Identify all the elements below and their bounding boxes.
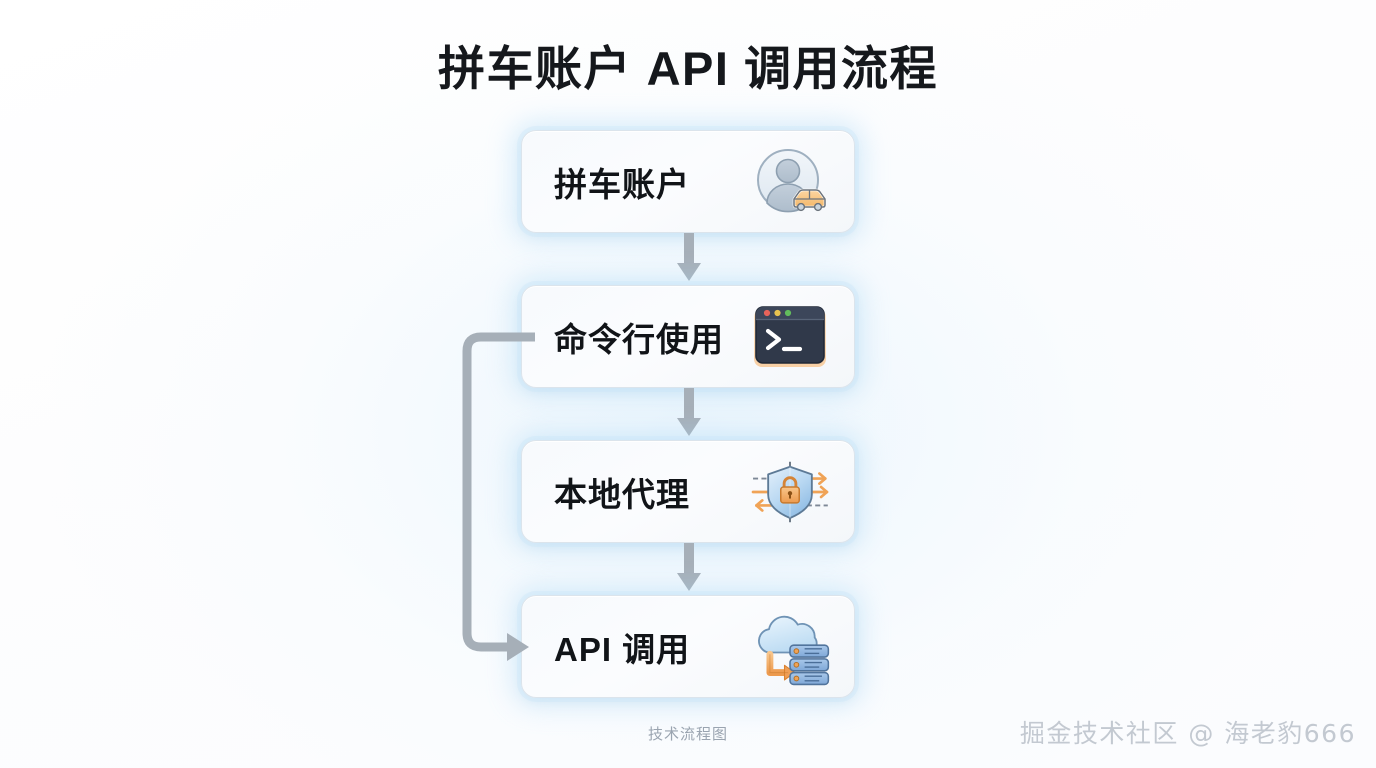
terminal-icon <box>748 295 832 379</box>
watermark-text: 掘金技术社区 @ 海老豹666 <box>1019 719 1356 748</box>
flowchart: 拼车账户 <box>521 130 855 702</box>
flow-step-label-3: 本地代理 <box>554 475 690 513</box>
flow-step-card-2[interactable]: 命令行使用 <box>521 285 855 388</box>
flow-step-label-4: API 调用 <box>554 630 691 668</box>
flow-step-card-1[interactable]: 拼车账户 <box>521 130 855 233</box>
flow-step-card-4[interactable]: API 调用 <box>521 595 855 698</box>
flow-step-label-1: 拼车账户 <box>554 165 690 203</box>
connector-arrow-2-3 <box>676 388 702 440</box>
flow-step-label-2: 命令行使用 <box>554 320 724 358</box>
connector-arrow-3-4 <box>676 543 702 595</box>
user-car-icon <box>748 140 832 224</box>
flowchart-caption: 技术流程图 <box>647 726 728 743</box>
page-title: 拼车账户 API 调用流程 <box>438 42 938 95</box>
flow-step-card-3[interactable]: 本地代理 <box>521 440 855 543</box>
cloud-server-icon <box>748 605 832 689</box>
connector-arrow-1-2 <box>676 233 702 285</box>
shield-lock-icon <box>748 450 832 534</box>
